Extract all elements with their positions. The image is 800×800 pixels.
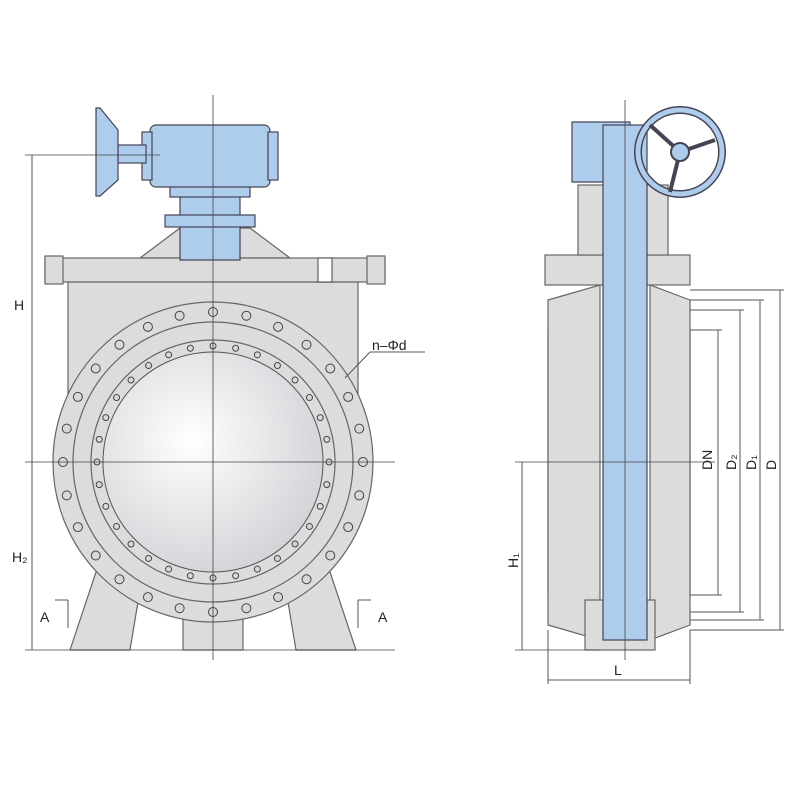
bolt-hole xyxy=(102,414,110,422)
position-indicator xyxy=(317,257,333,283)
bolt-hole xyxy=(291,376,299,384)
inner-bolt-holes xyxy=(93,342,333,582)
bolt-hole xyxy=(186,572,194,580)
bolt-hole xyxy=(232,572,240,580)
bolt-hole xyxy=(145,554,153,562)
bolt-hole xyxy=(291,540,299,548)
bolt-hole xyxy=(102,502,110,510)
bolt-hole xyxy=(186,344,194,352)
bolt-hole xyxy=(61,423,72,434)
bolt-hole-leader xyxy=(344,351,371,379)
handwheel-rim-highlight xyxy=(635,107,725,197)
bolt-hole xyxy=(114,339,125,350)
bolt-hole xyxy=(323,481,331,489)
bolt-hole xyxy=(174,310,185,321)
bolt-hole xyxy=(61,490,72,501)
bolt-hole xyxy=(241,603,252,614)
label-bolt-holes: n–Φd xyxy=(372,337,407,353)
left-body-flange xyxy=(547,284,601,641)
bolt-hole xyxy=(72,391,83,402)
bolt-hole xyxy=(301,339,312,350)
label-H2: H₂ xyxy=(12,549,28,565)
bolt-hole xyxy=(127,376,135,384)
front-view xyxy=(25,95,425,660)
side-view xyxy=(515,100,784,684)
bolt-hole xyxy=(305,394,313,402)
label-DN: DN xyxy=(699,450,715,470)
bolt-hole xyxy=(165,351,173,359)
label-D1: D₁ xyxy=(743,455,759,470)
bolt-hole xyxy=(90,363,101,374)
handwheel xyxy=(95,107,119,197)
top-plate-end-left xyxy=(44,255,64,285)
bolt-hole xyxy=(253,565,261,573)
bolt-hole xyxy=(273,592,284,603)
gearbox-cap-right xyxy=(267,131,279,181)
right-body-flange xyxy=(649,284,691,641)
bolt-hole xyxy=(305,522,313,530)
bolt-hole xyxy=(114,574,125,585)
bolt-hole xyxy=(113,394,121,402)
bolt-hole xyxy=(142,321,153,332)
bolt-hole xyxy=(95,481,103,489)
label-L: L xyxy=(614,662,622,678)
label-section-a-left: A xyxy=(40,609,50,625)
label-H: H xyxy=(14,297,24,313)
bolt-hole xyxy=(325,550,336,561)
bolt-hole xyxy=(165,565,173,573)
bolt-hole xyxy=(301,574,312,585)
bolt-hole xyxy=(142,592,153,603)
bolt-hole xyxy=(354,423,365,434)
bolt-hole xyxy=(232,344,240,352)
label-D: D xyxy=(763,460,779,470)
label-H1: H₁ xyxy=(505,553,521,568)
bolt-hole xyxy=(273,554,281,562)
handwheel-hub xyxy=(670,142,690,162)
bolt-hole xyxy=(90,550,101,561)
label-D2: D₂ xyxy=(723,454,739,470)
top-flange-plate xyxy=(44,257,386,283)
bolt-hole xyxy=(343,522,354,533)
bolt-hole xyxy=(273,362,281,370)
bolt-hole xyxy=(113,522,121,530)
bolt-hole xyxy=(241,310,252,321)
bolt-hole xyxy=(95,435,103,443)
label-section-a-right: A xyxy=(378,609,388,625)
bolt-hole xyxy=(343,391,354,402)
side-handwheel xyxy=(634,106,726,198)
bolt-hole xyxy=(145,362,153,370)
bolt-hole xyxy=(354,490,365,501)
bolt-hole xyxy=(72,522,83,533)
bolt-hole xyxy=(253,351,261,359)
bolt-hole xyxy=(325,363,336,374)
input-shaft xyxy=(117,144,147,164)
gearbox xyxy=(149,124,271,188)
bolt-hole xyxy=(273,321,284,332)
bolt-hole xyxy=(323,435,331,443)
bolt-hole xyxy=(174,603,185,614)
bolt-hole xyxy=(127,540,135,548)
bolt-hole xyxy=(316,414,324,422)
actuator-collar xyxy=(164,214,256,228)
top-plate-end-right xyxy=(366,255,386,285)
bolt-hole xyxy=(316,502,324,510)
